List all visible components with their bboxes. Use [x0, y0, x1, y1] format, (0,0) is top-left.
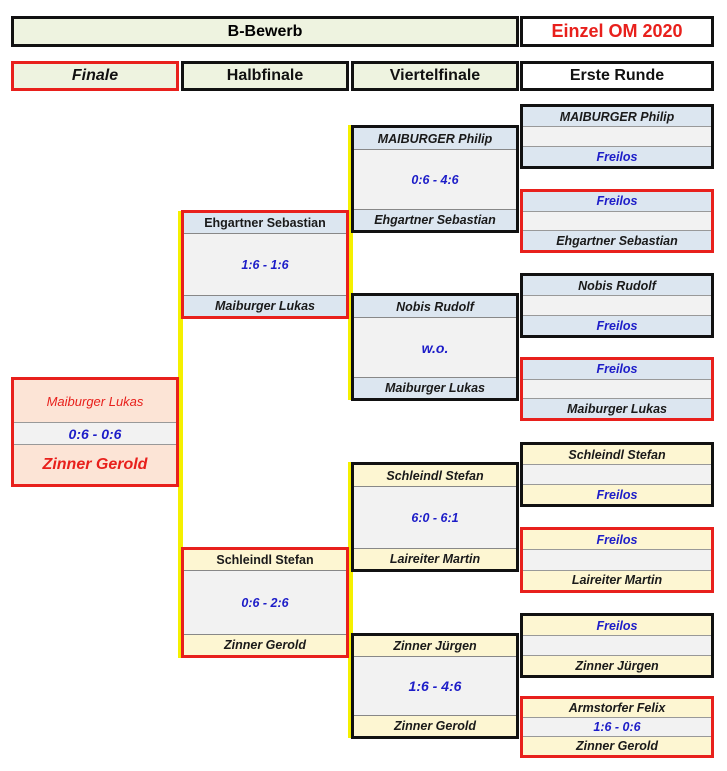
first-round-score — [523, 635, 711, 655]
round-header-halbfinale: Halbfinale — [181, 61, 349, 91]
quarterfinal-player-bottom: Ehgartner Sebastian — [354, 209, 516, 230]
first-round-player-bottom: Freilos — [523, 315, 711, 335]
quarterfinal-player-bottom: Maiburger Lukas — [354, 377, 516, 398]
semifinal-score: 0:6 - 2:6 — [241, 595, 289, 610]
final-player-top: Maiburger Lukas — [14, 380, 176, 423]
first-round-match: Freilos Laireiter Martin — [520, 527, 714, 593]
quarterfinal-player-top: Zinner Jürgen — [354, 636, 516, 657]
first-round-score — [523, 126, 711, 146]
semifinal-player-bottom: Maiburger Lukas — [184, 295, 346, 316]
first-round-player-bottom: Freilos — [523, 484, 711, 504]
quarterfinal-score: 0:6 - 4:6 — [411, 172, 459, 187]
first-round-player-bottom: Zinner Jürgen — [523, 655, 711, 675]
first-round-player-bottom: Maiburger Lukas — [523, 398, 711, 419]
first-round-player-bottom: Ehgartner Sebastian — [523, 230, 711, 251]
first-round-match: Nobis Rudolf Freilos — [520, 273, 714, 338]
quarterfinal-score: 1:6 - 4:6 — [408, 678, 462, 694]
first-round-match: Armstorfer Felix 1:6 - 0:6 Zinner Gerold — [520, 696, 714, 758]
first-round-player-top: Armstorfer Felix — [523, 699, 711, 717]
quarterfinal-player-top: MAIBURGER Philip — [354, 128, 516, 150]
first-round-score — [523, 295, 711, 315]
semifinal-match: Ehgartner Sebastian 1:6 - 1:6 Maiburger … — [181, 210, 349, 319]
first-round-player-top: Freilos — [523, 192, 711, 211]
final-player-bottom: Zinner Gerold — [42, 455, 148, 473]
first-round-match: Schleindl Stefan Freilos — [520, 442, 714, 507]
bracket-connector-semis — [178, 211, 183, 658]
quarterfinal-player-top: Schleindl Stefan — [354, 465, 516, 487]
bracket-connector-quarters-top — [348, 125, 353, 400]
quarterfinal-player-bottom: Zinner Gerold — [354, 715, 516, 736]
first-round-match: Freilos Maiburger Lukas — [520, 357, 714, 421]
page-title: B-Bewerb — [11, 16, 519, 47]
first-round-player-top: Nobis Rudolf — [523, 276, 711, 295]
semifinal-score: 1:6 - 1:6 — [241, 257, 289, 272]
first-round-player-bottom: Laireiter Martin — [523, 569, 711, 590]
final-match: Maiburger Lukas 0:6 - 0:6 Zinner Gerold — [11, 377, 179, 487]
semifinal-player-top: Ehgartner Sebastian — [184, 213, 346, 234]
final-score: 0:6 - 0:6 — [14, 423, 176, 445]
first-round-player-top: Freilos — [523, 616, 711, 635]
first-round-score — [523, 464, 711, 484]
first-round-player-bottom: Zinner Gerold — [523, 736, 711, 755]
first-round-match: MAIBURGER Philip Freilos — [520, 104, 714, 169]
quarterfinal-player-top: Nobis Rudolf — [354, 296, 516, 318]
semifinal-player-bottom: Zinner Gerold — [184, 634, 346, 655]
first-round-score: 1:6 - 0:6 — [523, 717, 711, 736]
first-round-match: Freilos Ehgartner Sebastian — [520, 189, 714, 253]
quarterfinal-score: w.o. — [421, 339, 449, 356]
first-round-player-top: Schleindl Stefan — [523, 445, 711, 464]
quarterfinal-match: Zinner Jürgen 1:6 - 4:6 Zinner Gerold — [351, 633, 519, 739]
quarterfinal-score: 6:0 - 6:1 — [411, 510, 459, 525]
bracket-connector-quarters-bottom — [348, 462, 353, 738]
round-header-viertelfinale: Viertelfinale — [351, 61, 519, 91]
semifinal-player-top: Schleindl Stefan — [184, 550, 346, 571]
first-round-player-bottom: Freilos — [523, 146, 711, 166]
first-round-match: Freilos Zinner Jürgen — [520, 613, 714, 678]
quarterfinal-match: Nobis Rudolf w.o. Maiburger Lukas — [351, 293, 519, 401]
quarterfinal-match: Schleindl Stefan 6:0 - 6:1 Laireiter Mar… — [351, 462, 519, 572]
first-round-score — [523, 549, 711, 570]
first-round-player-top: MAIBURGER Philip — [523, 107, 711, 126]
first-round-score — [523, 210, 711, 231]
first-round-player-top: Freilos — [523, 530, 711, 550]
semifinal-match: Schleindl Stefan 0:6 - 2:6 Zinner Gerold — [181, 547, 349, 658]
quarterfinal-match: MAIBURGER Philip 0:6 - 4:6 Ehgartner Seb… — [351, 125, 519, 233]
round-header-erste-runde: Erste Runde — [520, 61, 714, 91]
quarterfinal-player-bottom: Laireiter Martin — [354, 548, 516, 569]
first-round-player-top: Freilos — [523, 360, 711, 379]
round-header-finale: Finale — [11, 61, 179, 91]
first-round-score — [523, 378, 711, 399]
event-title: Einzel OM 2020 — [520, 16, 714, 47]
